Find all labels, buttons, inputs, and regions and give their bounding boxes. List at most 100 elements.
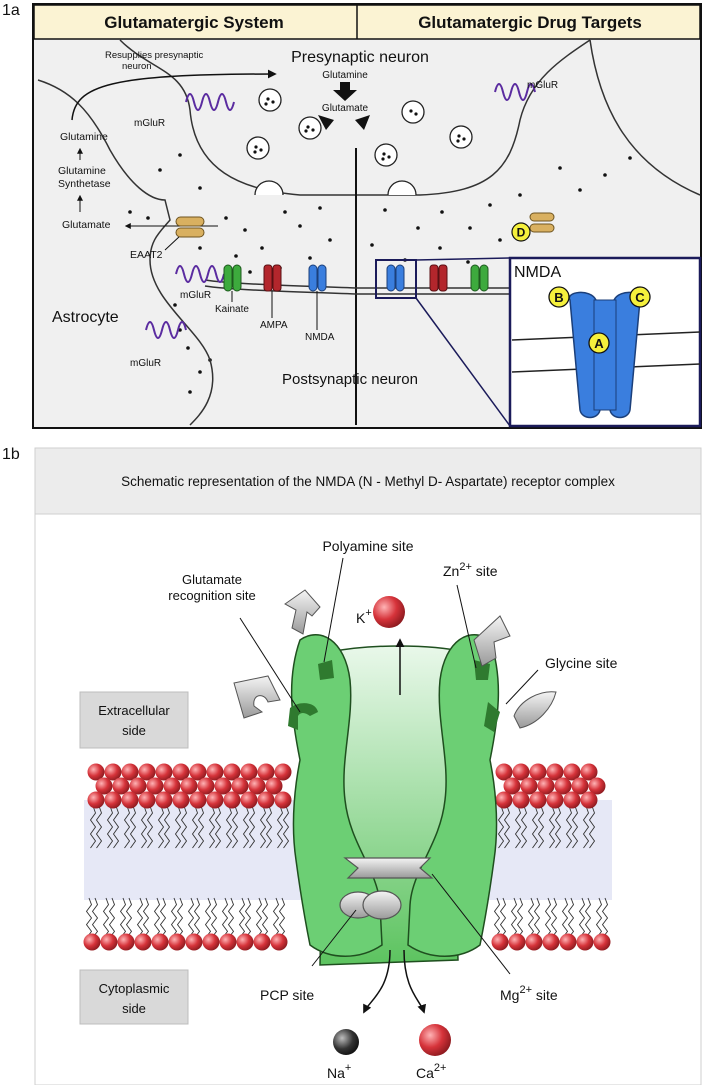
- panel-b: 1b Schematic representation of the NMDA …: [2, 446, 702, 1085]
- lipid-tail: [537, 805, 545, 849]
- mglur-receptors: [145, 83, 536, 339]
- svg-text:neuron: neuron: [122, 61, 152, 72]
- zn-site-label: Zn2+ site: [443, 561, 498, 579]
- lipid-tail: [89, 805, 97, 849]
- lipid-head: [155, 763, 173, 781]
- lipid-tail: [170, 897, 178, 939]
- svg-text:side: side: [122, 1001, 146, 1016]
- glutamine-left-label: Glutamine: [60, 131, 108, 143]
- lipid-tail: [123, 805, 131, 849]
- lipid-head: [563, 763, 581, 781]
- lipid-tail: [125, 897, 133, 939]
- lipid-head: [129, 777, 147, 795]
- lipid-tail: [527, 897, 535, 939]
- lipid-tail: [499, 897, 507, 939]
- site-a-marker: [588, 332, 610, 354]
- svg-text:recognition site: recognition site: [168, 588, 255, 603]
- lipid-tail: [244, 897, 252, 939]
- mg-block-icon: [343, 857, 434, 879]
- lipid-head: [253, 933, 271, 951]
- presynaptic-membrane: [119, 39, 591, 196]
- k-ion: [373, 596, 405, 628]
- lipid-tail: [497, 805, 505, 849]
- na-ion: [333, 1029, 359, 1055]
- lipid-head: [580, 791, 598, 809]
- lipid-head: [117, 933, 135, 951]
- lipid-tail: [140, 805, 148, 849]
- lipid-tail: [142, 897, 150, 939]
- lipid-tail: [204, 897, 212, 939]
- panel-b-label: 1b: [2, 446, 20, 463]
- lipid-tail: [567, 897, 575, 939]
- lipid-head: [146, 777, 164, 795]
- nmda-receptor-complex: [288, 634, 500, 966]
- lipid-head: [593, 933, 611, 951]
- cytoplasmic-box: [79, 969, 189, 1025]
- glutamate-left-label: Glutamate: [62, 219, 111, 231]
- polyamine-site-label: Polyamine site: [322, 538, 413, 554]
- lipid-tail: [108, 897, 116, 939]
- lipid-tail: [163, 805, 171, 849]
- lipid-head: [588, 777, 606, 795]
- lipid-head: [189, 763, 207, 781]
- panel-b-title-bar: [34, 447, 702, 515]
- presynaptic-label: Presynaptic neuron: [291, 49, 429, 66]
- lipid-head: [185, 933, 203, 951]
- extracellular-box: [79, 691, 189, 749]
- ca-influx-arrow-icon: [403, 949, 426, 1014]
- lipid-head: [223, 791, 241, 809]
- lipid-tail: [255, 897, 263, 939]
- resupply-arrow-icon: [71, 69, 277, 121]
- lipid-tail: [242, 805, 250, 849]
- na-label: Na+: [327, 1062, 351, 1081]
- lipid-head: [100, 933, 118, 951]
- lipid-head: [554, 777, 572, 795]
- lipid-head: [503, 777, 521, 795]
- lipid-tail: [578, 897, 586, 939]
- lipid-head: [112, 777, 130, 795]
- lipid-tail: [85, 897, 93, 939]
- site-b-marker: [548, 286, 570, 308]
- lipid-head: [104, 791, 122, 809]
- kainate-receptor: [223, 264, 242, 292]
- lipid-tail: [136, 897, 144, 939]
- lipid-head: [138, 763, 156, 781]
- lipid-head: [134, 933, 152, 951]
- lipid-tail: [493, 897, 501, 939]
- astrocyte-membrane: [37, 79, 214, 426]
- lipid-head: [151, 933, 169, 951]
- release-arrow-right-icon: [355, 115, 370, 130]
- lipid-head: [529, 791, 547, 809]
- ampa-label: AMPA: [260, 320, 288, 331]
- synaptic-vesicles: [246, 88, 473, 167]
- lipid-tail: [176, 897, 184, 939]
- lipid-head: [580, 763, 598, 781]
- glutamine-top-label: Glutamine: [322, 70, 368, 81]
- lipid-head: [172, 763, 190, 781]
- lipid-tail: [214, 805, 222, 849]
- eaat2-transporter: [175, 216, 205, 238]
- lipid-tail: [174, 805, 182, 849]
- site-d-marker: [511, 222, 531, 242]
- zn-ligand-icon: [473, 615, 511, 667]
- lipid-tail: [514, 805, 522, 849]
- lipid-head: [189, 791, 207, 809]
- lipid-tail: [278, 897, 286, 939]
- panel-a-header: [33, 4, 701, 40]
- lipid-tail: [595, 897, 603, 939]
- lipid-tail: [129, 805, 137, 849]
- header-drug-targets: Glutamatergic Drug Targets: [418, 13, 642, 32]
- mglur-label-2: mGluR: [527, 80, 558, 91]
- svg-text:D: D: [517, 226, 526, 240]
- lipid-head: [240, 791, 258, 809]
- lipid-tail: [550, 897, 558, 939]
- lipid-head: [87, 763, 105, 781]
- ca-label: Ca2+: [416, 1062, 446, 1081]
- lipid-head: [529, 763, 547, 781]
- lipid-tail: [282, 805, 290, 849]
- synthetase-label: Glutamine: [58, 165, 106, 177]
- lipid-tail: [227, 897, 235, 939]
- lipid-tail: [146, 805, 154, 849]
- lipid-head: [223, 763, 241, 781]
- lipid-tail: [520, 805, 528, 849]
